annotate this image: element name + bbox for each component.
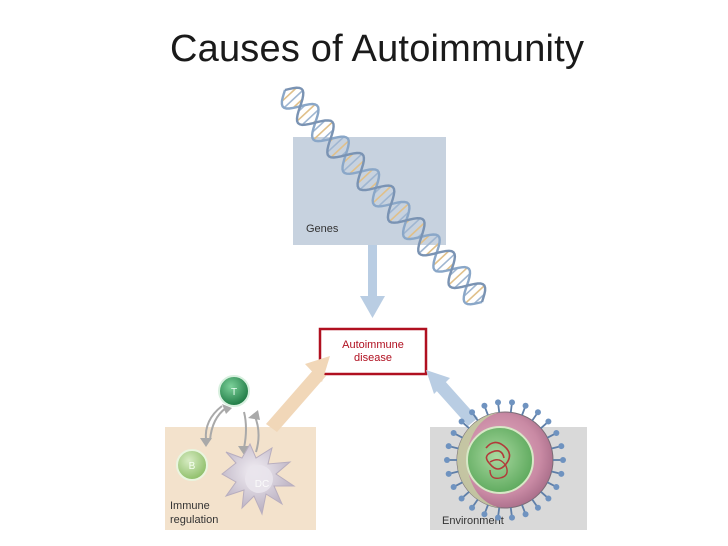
- immune-regulation-label-line2: regulation: [170, 514, 218, 526]
- autoimmune-disease-line2: disease: [354, 352, 392, 364]
- t-cell-icon: T: [218, 375, 250, 407]
- environment-label: Environment: [442, 515, 504, 527]
- slide-title: Causes of Autoimmunity: [170, 28, 585, 70]
- dna-helix-icon: [280, 86, 487, 306]
- genes-arrow: [360, 245, 385, 318]
- dendritic-cell-icon: DC: [221, 442, 296, 516]
- environment-arrow: [426, 370, 478, 426]
- virus-icon: [444, 399, 566, 521]
- immune-regulation-label-line1: Immune: [170, 500, 210, 512]
- b-cell-label: B: [189, 461, 196, 472]
- immune-arrow: [266, 356, 330, 432]
- dc-cell-label: DC: [255, 479, 269, 490]
- t-cell-label: T: [231, 387, 237, 398]
- autoimmune-disease-line1: Autoimmune: [342, 339, 404, 351]
- genes-label: Genes: [306, 223, 339, 235]
- autoimmune-disease-box: [318, 327, 428, 376]
- b-cell-icon: B: [176, 449, 208, 481]
